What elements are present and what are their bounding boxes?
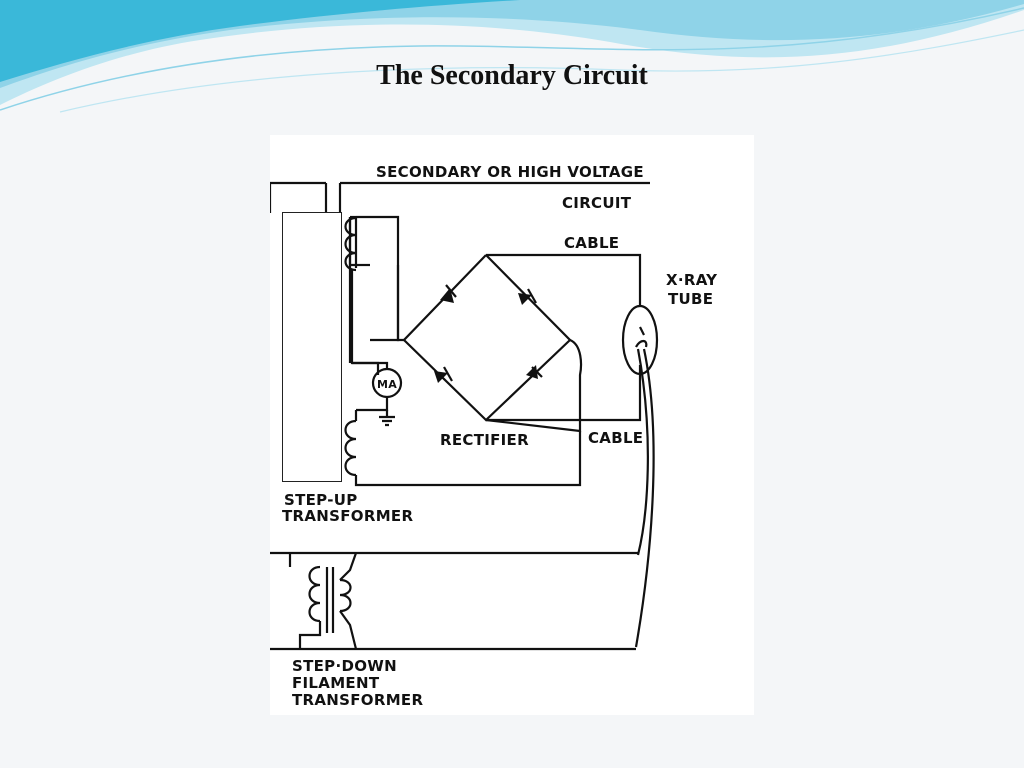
diode-icon	[518, 293, 532, 305]
wire	[350, 218, 380, 375]
milliammeter-label: MA	[377, 378, 397, 391]
circuit-schematic: MA	[270, 163, 718, 709]
circuit-diagram: MA	[270, 135, 754, 715]
wire	[356, 397, 389, 412]
label-secondary: SECONDARY OR HIGH VOLTAGE	[376, 163, 644, 181]
diode-bar	[443, 366, 453, 382]
filament-lead	[634, 348, 655, 648]
rectifier-bridge	[402, 254, 572, 422]
label-stepup-1: STEP-UP	[284, 491, 358, 509]
label-rectifier: RECTIFIER	[440, 431, 529, 449]
stepdown-coil-secondary	[339, 578, 352, 613]
covering-box	[282, 212, 342, 482]
wire	[485, 338, 583, 433]
wire	[352, 361, 389, 369]
ground-icon	[379, 410, 395, 427]
diode-icon	[434, 371, 448, 383]
label-cable-top: CABLE	[564, 234, 619, 252]
cable-bottom	[486, 365, 642, 422]
tube-filament	[635, 326, 648, 348]
wire	[298, 621, 322, 649]
stepup-coil-upper	[344, 216, 357, 272]
label-stepdown-1: STEP·DOWN	[292, 657, 397, 675]
wire	[339, 552, 358, 650]
label-stepup-2: TRANSFORMER	[282, 507, 413, 525]
label-xray: X·RAY	[666, 271, 718, 289]
wire	[348, 217, 356, 267]
cable-top	[486, 253, 642, 307]
stepdown-coil-primary	[308, 565, 321, 623]
header-wave-decoration	[0, 0, 1024, 113]
diode-bar	[531, 366, 543, 378]
xray-tube-icon	[621, 304, 659, 376]
slide-title: The Secondary Circuit	[376, 60, 648, 91]
stepup-coil-lower	[344, 419, 357, 477]
label-tube: TUBE	[668, 290, 713, 308]
filament-lead	[636, 348, 649, 556]
wire	[354, 410, 582, 487]
label-stepdown-3: TRANSFORMER	[292, 691, 423, 709]
label-stepdown-2: FILAMENT	[292, 674, 380, 692]
diode-bar	[527, 288, 537, 304]
wire	[370, 265, 400, 342]
label-circuit: CIRCUIT	[562, 194, 632, 212]
wire	[356, 215, 404, 342]
diode-bar	[445, 284, 457, 298]
label-cable-bottom: CABLE	[588, 429, 643, 447]
